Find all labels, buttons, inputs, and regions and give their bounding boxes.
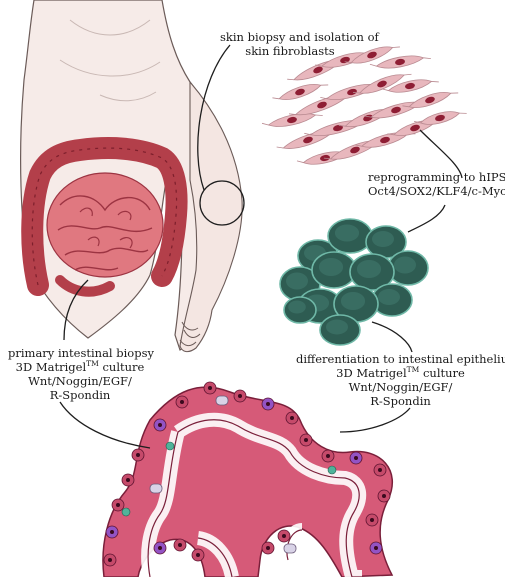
line-differentiation-to-organoid (340, 408, 410, 432)
label-reprogramming: reprogramming to hIPSCs Oct4/SOX2/KLF4/c… (368, 170, 498, 198)
label-primary-line2: 3D MatrigelTM culture (8, 360, 152, 374)
label-skin-biopsy: skin biopsy and isolation of skin fibrob… (220, 30, 360, 58)
intestinal-organoid (103, 382, 392, 577)
line-reprogramming-to-hipsc (408, 205, 445, 232)
hipsc-cell (328, 219, 372, 253)
label-reprogramming-line2: Oct4/SOX2/KLF4/c-Myc (368, 184, 498, 198)
label-primary-line1: primary intestinal biopsy (8, 346, 152, 360)
label-differentiation-line2: 3D MatrigelTM culture (296, 366, 505, 380)
hipsc-cell (320, 315, 360, 345)
line-primary-to-organoid (60, 402, 150, 448)
stem-cell (328, 466, 336, 474)
hipsc-colony (280, 219, 428, 345)
stem-cell (166, 442, 174, 450)
small-intestine (47, 173, 163, 277)
line-hipsc-to-differentiation (372, 322, 412, 352)
label-primary-line4: R-Spondin (8, 388, 152, 402)
skin-fibroblasts (262, 40, 468, 168)
human-torso (21, 0, 244, 352)
label-reprogramming-line1: reprogramming to hIPSCs (368, 170, 498, 184)
stem-cell (122, 508, 130, 516)
goblet-cell (216, 396, 228, 405)
label-differentiation-line1: differentiation to intestinal epithelium (296, 352, 505, 366)
label-skin-biopsy-line2: skin fibroblasts (220, 44, 360, 58)
label-primary-line3: Wnt/Noggin/EGF/ (8, 374, 152, 388)
hipsc-cell (284, 297, 316, 323)
goblet-cell (150, 484, 162, 493)
label-skin-biopsy-line1: skin biopsy and isolation of (220, 30, 360, 44)
goblet-cell (284, 544, 296, 553)
label-primary-biopsy: primary intestinal biopsy 3D MatrigelTM … (8, 346, 152, 402)
label-differentiation-line4: R-Spondin (296, 394, 505, 408)
label-differentiation-line3: Wnt/Noggin/EGF/ (296, 380, 505, 394)
label-differentiation: differentiation to intestinal epithelium… (296, 352, 505, 408)
